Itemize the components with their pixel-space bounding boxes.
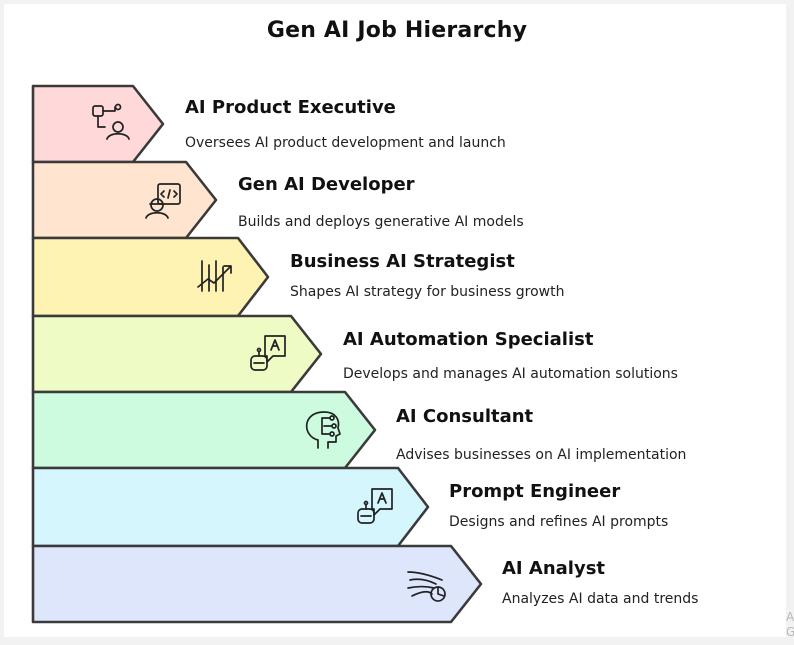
robot-chat-icon bbox=[250, 335, 286, 371]
tier-arrow-3 bbox=[31, 236, 270, 318]
tier-arrow-5 bbox=[31, 390, 377, 470]
tier-description-1: Oversees AI product development and laun… bbox=[185, 135, 506, 151]
product-roadmap-person-icon bbox=[92, 103, 130, 140]
tier-title-6: Prompt Engineer bbox=[449, 481, 621, 502]
tier-arrow-shape-4 bbox=[31, 314, 323, 394]
tier-arrow-2 bbox=[31, 160, 218, 240]
tier-description-3: Shapes AI strategy for business growth bbox=[290, 284, 565, 300]
data-analysis-icon bbox=[407, 571, 446, 602]
tier-arrow-4 bbox=[31, 314, 323, 394]
tier-title-4: AI Automation Specialist bbox=[343, 329, 594, 350]
tier-title-1: AI Product Executive bbox=[185, 97, 396, 118]
tier-description-6: Designs and refines AI prompts bbox=[449, 514, 669, 530]
tier-arrow-shape-6 bbox=[31, 466, 430, 548]
tier-arrow-shape-5 bbox=[31, 390, 377, 470]
tier-description-5: Advises businesses on AI implementation bbox=[396, 447, 687, 463]
tier-arrow-1 bbox=[31, 84, 165, 164]
robot-prompt-icon bbox=[357, 488, 393, 524]
tier-description-7: Analyzes AI data and trends bbox=[502, 591, 699, 607]
growth-chart-icon bbox=[197, 260, 232, 292]
ai-head-circuit-icon bbox=[305, 411, 341, 449]
tier-title-5: AI Consultant bbox=[396, 406, 534, 427]
tier-title-2: Gen AI Developer bbox=[238, 174, 415, 195]
tier-arrow-shape-7 bbox=[31, 544, 483, 624]
diagram-title: Gen AI Job Hierarchy bbox=[266, 18, 528, 43]
tier-title-7: AI Analyst bbox=[502, 558, 606, 579]
tier-arrow-6 bbox=[31, 466, 430, 548]
tier-description-2: Builds and deploys generative AI models bbox=[238, 214, 524, 230]
tier-arrow-shape-2 bbox=[31, 160, 218, 240]
tier-description-4: Develops and manages AI automation solut… bbox=[343, 366, 678, 382]
tier-arrow-7 bbox=[31, 544, 483, 624]
tier-arrow-shape-3 bbox=[31, 236, 270, 318]
developer-code-icon bbox=[145, 183, 181, 219]
tier-title-3: Business AI Strategist bbox=[290, 251, 515, 272]
